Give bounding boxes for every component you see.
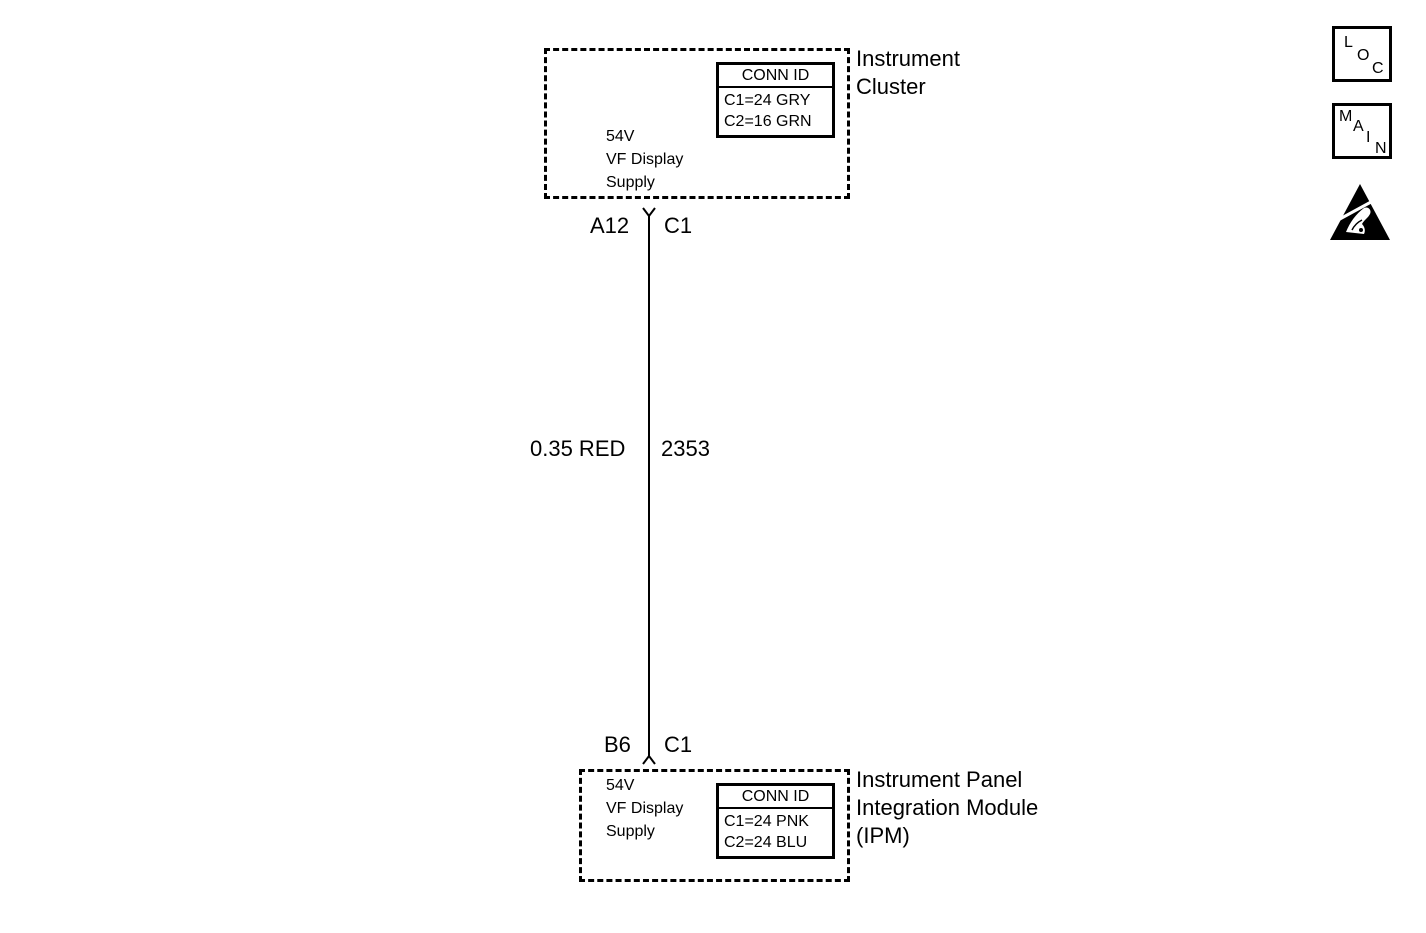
top-pin-label: A12	[590, 213, 630, 238]
instrument-cluster-name: Instrument Cluster	[856, 46, 960, 99]
bottom-pin-label: B6	[604, 732, 631, 757]
conn-id-row: C1=24 PNK	[724, 813, 809, 830]
conn-id-row: C2=24 BLU	[724, 834, 808, 851]
cluster-conn-id-table: CONN ID C1=24 GRY C2=16 GRN	[716, 62, 835, 138]
wire-circuit-number-label: 2353	[661, 436, 710, 461]
conn-id-header: CONN ID	[719, 786, 832, 809]
instrument-cluster-box	[544, 48, 850, 199]
loc-icon[interactable]: L O C	[1332, 26, 1392, 82]
conn-id-row: C2=16 GRN	[724, 113, 812, 130]
ipm-function-label: 54V VF Display Supply	[606, 777, 684, 840]
bottom-connector-label: C1	[664, 732, 693, 757]
ipm-conn-id-table: CONN ID C1=24 PNK C2=24 BLU	[716, 783, 835, 859]
main-icon[interactable]: M A I N	[1332, 103, 1392, 159]
cluster-function-label: 54V VF Display Supply	[606, 128, 684, 191]
ipm-box	[579, 769, 850, 882]
esd-warning-icon[interactable]	[1328, 182, 1392, 242]
conn-id-row: C1=24 GRY	[724, 92, 811, 109]
conn-id-header: CONN ID	[719, 65, 832, 88]
bottom-connector-symbol	[642, 754, 656, 765]
top-connector-symbol	[642, 207, 656, 218]
wire-gauge-color-label: 0.35 RED	[530, 436, 626, 461]
top-connector-label: C1	[664, 213, 693, 238]
ipm-name: Instrument Panel Integration Module (IPM…	[856, 767, 1039, 848]
